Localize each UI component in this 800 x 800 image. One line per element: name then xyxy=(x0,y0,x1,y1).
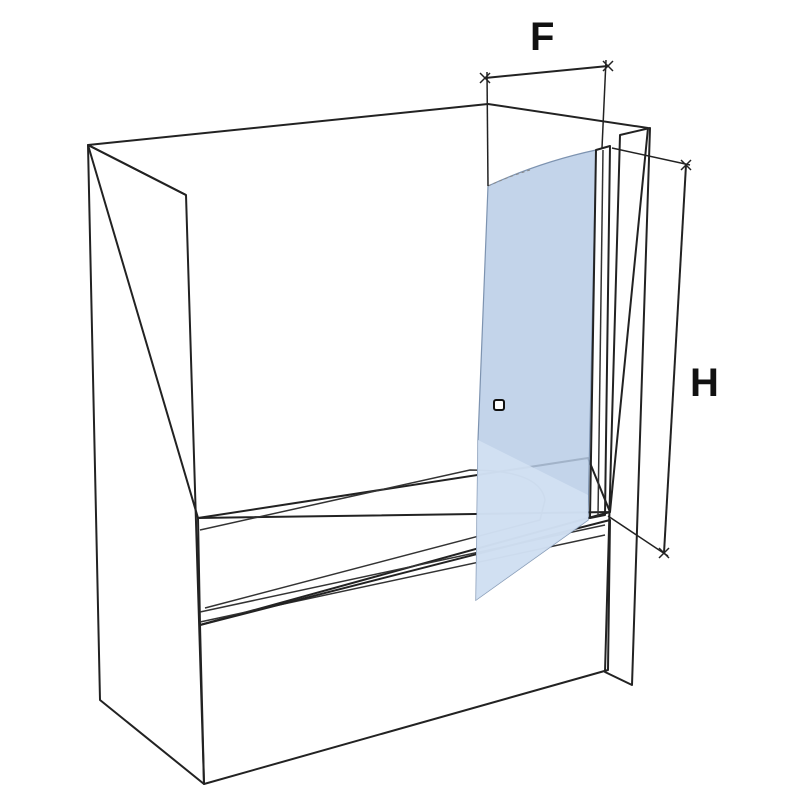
dimension-f-tick-left xyxy=(479,72,491,84)
dimension-f-extension-left xyxy=(486,71,489,187)
dimension-f: F xyxy=(479,15,614,187)
dimension-f-tick-right xyxy=(602,60,614,72)
door-handle-icon xyxy=(493,399,505,411)
dimension-f-label: F xyxy=(530,15,554,59)
left-wall xyxy=(87,144,205,785)
right-wall xyxy=(604,127,651,686)
glass-screen-lower xyxy=(476,440,588,600)
dimension-f-extension-right xyxy=(601,59,607,149)
dimension-h-tick-top xyxy=(680,159,692,171)
tub-rim xyxy=(197,457,611,626)
dimension-h-extension-bottom xyxy=(607,515,669,557)
wall-profile xyxy=(589,145,611,519)
dimension-h: H xyxy=(607,147,719,559)
left-wall-top-edge xyxy=(87,144,187,196)
dimension-h-label: H xyxy=(690,361,719,405)
dimension-h-line xyxy=(663,164,687,554)
tub-apron xyxy=(199,519,611,785)
dimension-f-line xyxy=(484,65,609,79)
back-wall xyxy=(87,103,649,519)
dimension-h-extension-top xyxy=(611,147,691,166)
wall-profile-inner xyxy=(597,149,604,517)
dimension-h-tick-bottom xyxy=(658,547,670,559)
